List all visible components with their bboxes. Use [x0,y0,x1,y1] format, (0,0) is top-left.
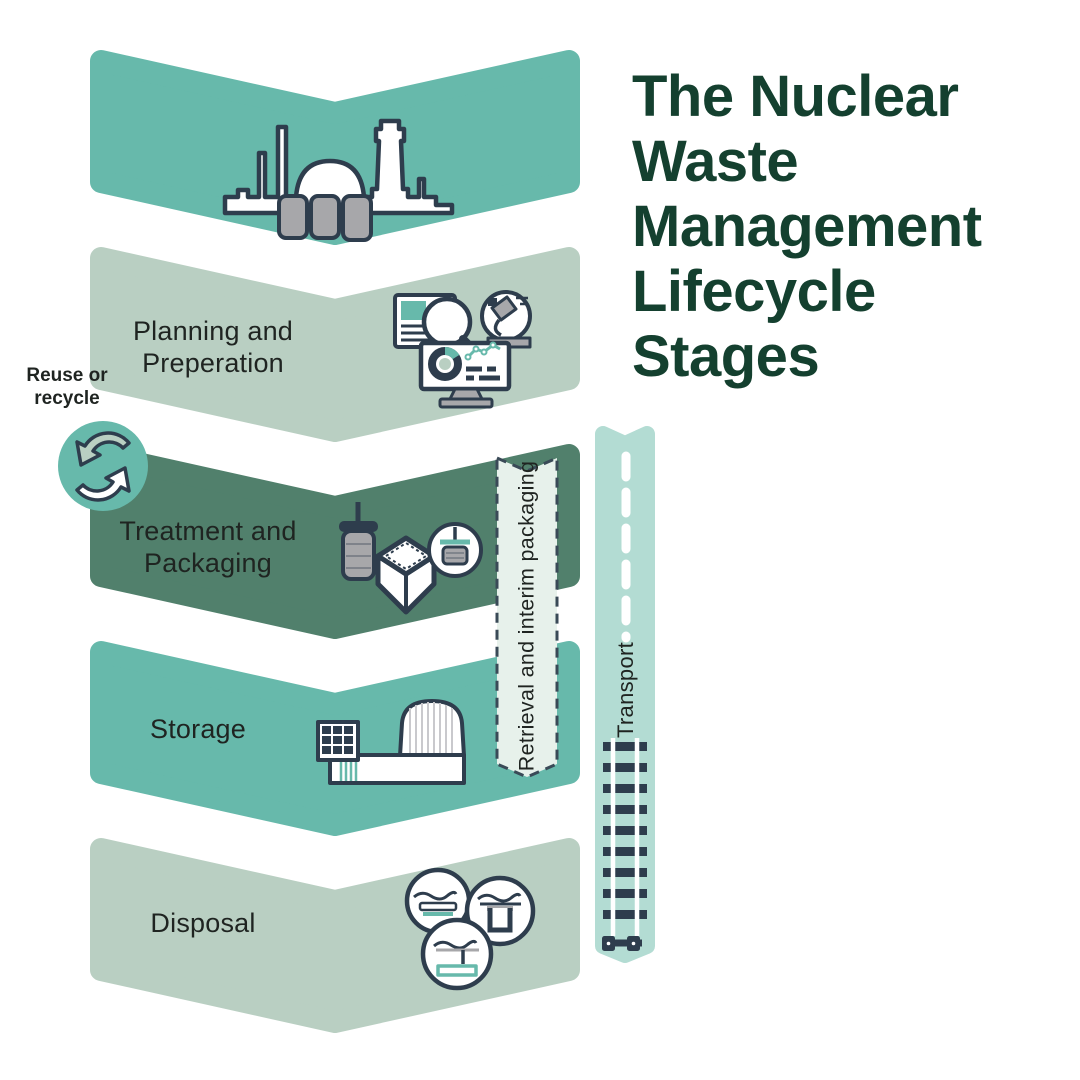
stage-label-planning: Planning and Preperation [132,316,294,378]
retrieval-capsule [495,456,559,779]
railway-track-icon [602,738,647,951]
stage-label-storage: Storage [150,714,246,744]
transport-label: Transport [613,641,638,739]
treatment-packaging-icon [339,502,483,615]
page-title: The Nuclear Waste Management Lifecycle S… [632,64,982,389]
stage-band-waste-reception [90,50,580,245]
transport-band [595,426,655,963]
retrieval-label: Retrieval and interim packaging [514,460,539,772]
disposal-vaults-icon [404,867,536,991]
stage-label-treatment: Treatment and Packaging [119,516,297,578]
planning-research-icon [393,290,532,409]
stage-label-disposal: Disposal [150,908,256,938]
reuse-recycle-label: Reuse or recycle [26,365,108,410]
nuclear-plant-icon [222,118,455,242]
storage-facility-icon [316,699,466,785]
recycle-icon [58,421,148,511]
stage-band-treatment [90,444,580,639]
